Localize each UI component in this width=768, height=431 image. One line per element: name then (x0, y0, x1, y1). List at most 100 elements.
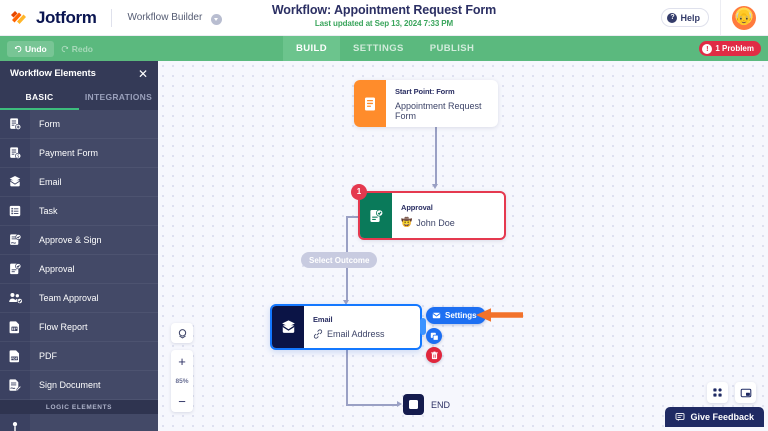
grid-layout-button[interactable] (707, 382, 728, 403)
problem-badge[interactable]: ! 1 Problem (699, 41, 761, 56)
elements-sidebar: Workflow Elements ✕ BASIC INTEGRATIONS F… (0, 61, 158, 431)
avatar[interactable]: 👴 (732, 5, 756, 30)
envelope-icon (272, 306, 304, 348)
minimap-icon (740, 388, 751, 397)
tab-build[interactable]: BUILD (283, 36, 341, 61)
edge-approval-left-h (346, 216, 359, 218)
sidebar-item-label: Approve & Sign (30, 225, 158, 255)
zoom-controls: + 85% − (171, 323, 193, 412)
sidebar-tabs: BASIC INTEGRATIONS (0, 86, 158, 110)
main-toolbar: Undo Redo BUILD SETTINGS PUBLISH ! 1 Pro… (0, 36, 768, 61)
zoom-out-button[interactable]: − (178, 393, 186, 409)
edge-arrow-end (397, 401, 402, 407)
header-right-group: ? Help 👴 (661, 0, 768, 36)
assignee-avatar-icon: 🤠 (401, 217, 413, 227)
sidebar-item-label: Sign Document (30, 370, 158, 400)
form-document-icon (354, 80, 386, 127)
sidebar-tab-integrations[interactable]: INTEGRATIONS (84, 92, 153, 102)
redo-button[interactable]: Redo (54, 41, 100, 57)
sidebar-item-flow-report[interactable]: Flow Report (0, 312, 158, 342)
brand-name: Jotform (36, 7, 97, 27)
help-label: Help (680, 12, 700, 23)
redo-arrow-icon (61, 45, 68, 52)
zoom-group: + 85% − (171, 350, 193, 412)
sidebar-item-payment-form[interactable]: $ Payment Form (0, 138, 158, 168)
header-divider (720, 0, 721, 36)
sidebar-item-email[interactable]: Email (0, 167, 158, 197)
tab-settings[interactable]: SETTINGS (353, 43, 404, 54)
node-start-point-form[interactable]: Start Point: Form Appointment Request Fo… (354, 80, 498, 127)
builder-label: Workflow Builder (127, 12, 203, 23)
edge-arrow-approval (432, 184, 438, 189)
node-email[interactable]: Email Email Address (270, 304, 422, 350)
edge-email-to-end-h (346, 404, 398, 406)
sidebar-item-approve-and-sign[interactable]: Approve & Sign (0, 225, 158, 255)
problem-label: 1 Problem (715, 44, 754, 53)
close-icon[interactable]: ✕ (137, 66, 148, 81)
brand-area[interactable]: Jotform Workflow Builder (0, 7, 223, 28)
link-icon (313, 329, 323, 339)
sidebar-item-task[interactable]: Task (0, 196, 158, 226)
feedback-icon (676, 413, 685, 422)
minimap-button[interactable] (735, 382, 756, 403)
approval-icon (0, 262, 30, 276)
sidebar-item-approval[interactable]: Approval (0, 254, 158, 284)
sidebar-item-label: PDF (30, 341, 158, 371)
sidebar-tab-basic[interactable]: BASIC (0, 86, 79, 110)
node-field-label: Email Address (327, 329, 385, 339)
flow-report-icon (0, 320, 30, 334)
edge-arrow-email (343, 300, 349, 305)
node-kicker: Start Point: Form (395, 86, 455, 96)
sidebar-item-sign-document[interactable]: Sign Document (0, 370, 158, 400)
sidebar-item-form[interactable]: Form (0, 109, 158, 139)
status-badge: 1 (351, 184, 367, 200)
sign-document-icon (0, 378, 30, 392)
node-approval[interactable]: Approval 🤠 John Doe (358, 191, 506, 240)
fit-to-screen-button[interactable] (171, 323, 193, 343)
sidebar-item-label: Payment Form (30, 138, 158, 168)
copy-button[interactable] (426, 328, 442, 344)
sidebar-item-partial[interactable] (0, 413, 158, 431)
sidebar-item-pdf[interactable]: PDF PDF (0, 341, 158, 371)
grid-layout-icon (713, 388, 722, 397)
alert-icon: ! (702, 43, 713, 54)
settings-label: Settings (445, 311, 477, 320)
payment-form-icon: $ (0, 146, 30, 160)
team-approval-icon (0, 291, 30, 305)
give-feedback-button[interactable]: Give Feedback (665, 407, 764, 427)
app-header: Jotform Workflow Builder Workflow: Appoi… (0, 0, 768, 36)
assignee-name: John Doe (416, 217, 455, 228)
sidebar-item-team-approval[interactable]: Team Approval (0, 283, 158, 313)
arrow-left-pointer-icon (474, 307, 524, 323)
sidebar-items-list: Form $ Payment Form Email Task (0, 109, 158, 431)
sidebar-title: Workflow Elements (10, 68, 96, 79)
zoom-in-button[interactable]: + (178, 353, 186, 369)
zoom-level: 85% (175, 377, 189, 385)
canvas-view-controls (707, 382, 756, 403)
node-end[interactable]: END (403, 394, 459, 415)
sidebar-section-logic-elements: LOGIC ELEMENTS (0, 400, 158, 414)
chevron-down-icon[interactable] (211, 14, 223, 25)
tab-publish[interactable]: PUBLISH (429, 43, 475, 54)
select-outcome-chip[interactable]: Select Outcome (301, 252, 378, 268)
sidebar-item-label: Task (30, 196, 158, 226)
sidebar-item-label: Approval (30, 254, 158, 284)
brand-divider (111, 8, 113, 27)
workflow-canvas[interactable]: Start Point: Form Appointment Request Fo… (158, 61, 768, 431)
sidebar-item-label: Team Approval (30, 283, 158, 313)
undo-label: Undo (25, 43, 47, 54)
settings-button[interactable]: Settings (426, 307, 486, 324)
node-kicker: Approval (401, 203, 433, 212)
delete-button[interactable] (426, 347, 442, 363)
redo-label: Redo (71, 43, 93, 54)
feedback-label: Give Feedback (690, 412, 754, 422)
undo-button[interactable]: Undo (7, 40, 54, 57)
node-output-port[interactable] (420, 318, 426, 335)
sidebar-item-label: Flow Report (30, 312, 158, 342)
task-icon (0, 204, 30, 218)
node-text-block: Email Email Address (304, 306, 420, 348)
svg-text:$: $ (17, 154, 20, 159)
trash-icon (430, 351, 438, 359)
help-button[interactable]: ? Help (661, 8, 709, 27)
